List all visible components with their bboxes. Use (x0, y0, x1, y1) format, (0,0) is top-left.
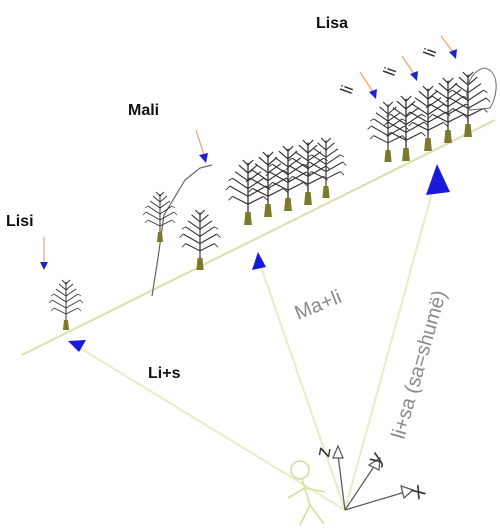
person-sketch-icon (287, 460, 326, 526)
label-ma-plus-li: Ma+li (292, 286, 345, 325)
coordinate-axes (332, 444, 415, 511)
tree-group-lisa (367, 67, 497, 163)
view-lines (74, 177, 437, 511)
label-li-plus-sa: li+sa (sa=shumë) (388, 288, 451, 442)
sight-arrowheads (68, 164, 450, 352)
tree-group-forest (225, 137, 347, 226)
label-mali: Mali (128, 102, 159, 119)
tree-group-mali (142, 164, 221, 297)
axis-z-label: z (312, 445, 335, 459)
label-li-2: li (380, 65, 400, 79)
label-li-plus-s: Li+s (148, 365, 181, 382)
label-lisa: Lisa (316, 15, 348, 32)
label-li-1: li (337, 83, 357, 97)
axis-y-label: y (364, 448, 388, 469)
tree-lisi (48, 279, 84, 331)
label-lisi: Lisi (6, 213, 34, 230)
ground-line (21, 119, 496, 356)
label-li-3: li (420, 46, 440, 60)
pointer-arrows (40, 35, 457, 270)
